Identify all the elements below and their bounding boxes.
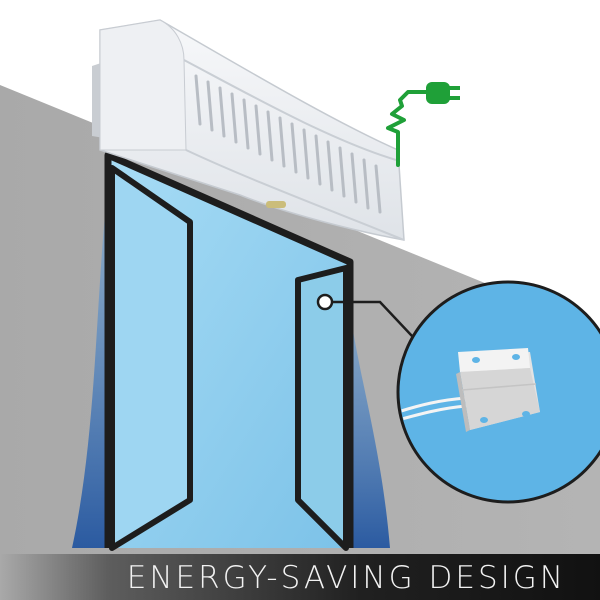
vent-grille <box>194 74 382 214</box>
air-curtain-unit <box>92 19 405 241</box>
door-magnetic-switch <box>400 348 540 432</box>
door-frame <box>104 151 354 548</box>
power-plug-icon <box>386 82 460 167</box>
banner-caption: ENERGY-SAVING DESIGN <box>126 560 566 596</box>
air-stream-right <box>344 262 390 548</box>
door-leaf-left <box>109 165 193 551</box>
caption-banner <box>0 554 600 600</box>
door-leaf-right <box>295 265 349 551</box>
callout-pointer <box>316 293 413 337</box>
indicator-light <box>266 201 286 208</box>
callout-zoom <box>396 280 600 504</box>
